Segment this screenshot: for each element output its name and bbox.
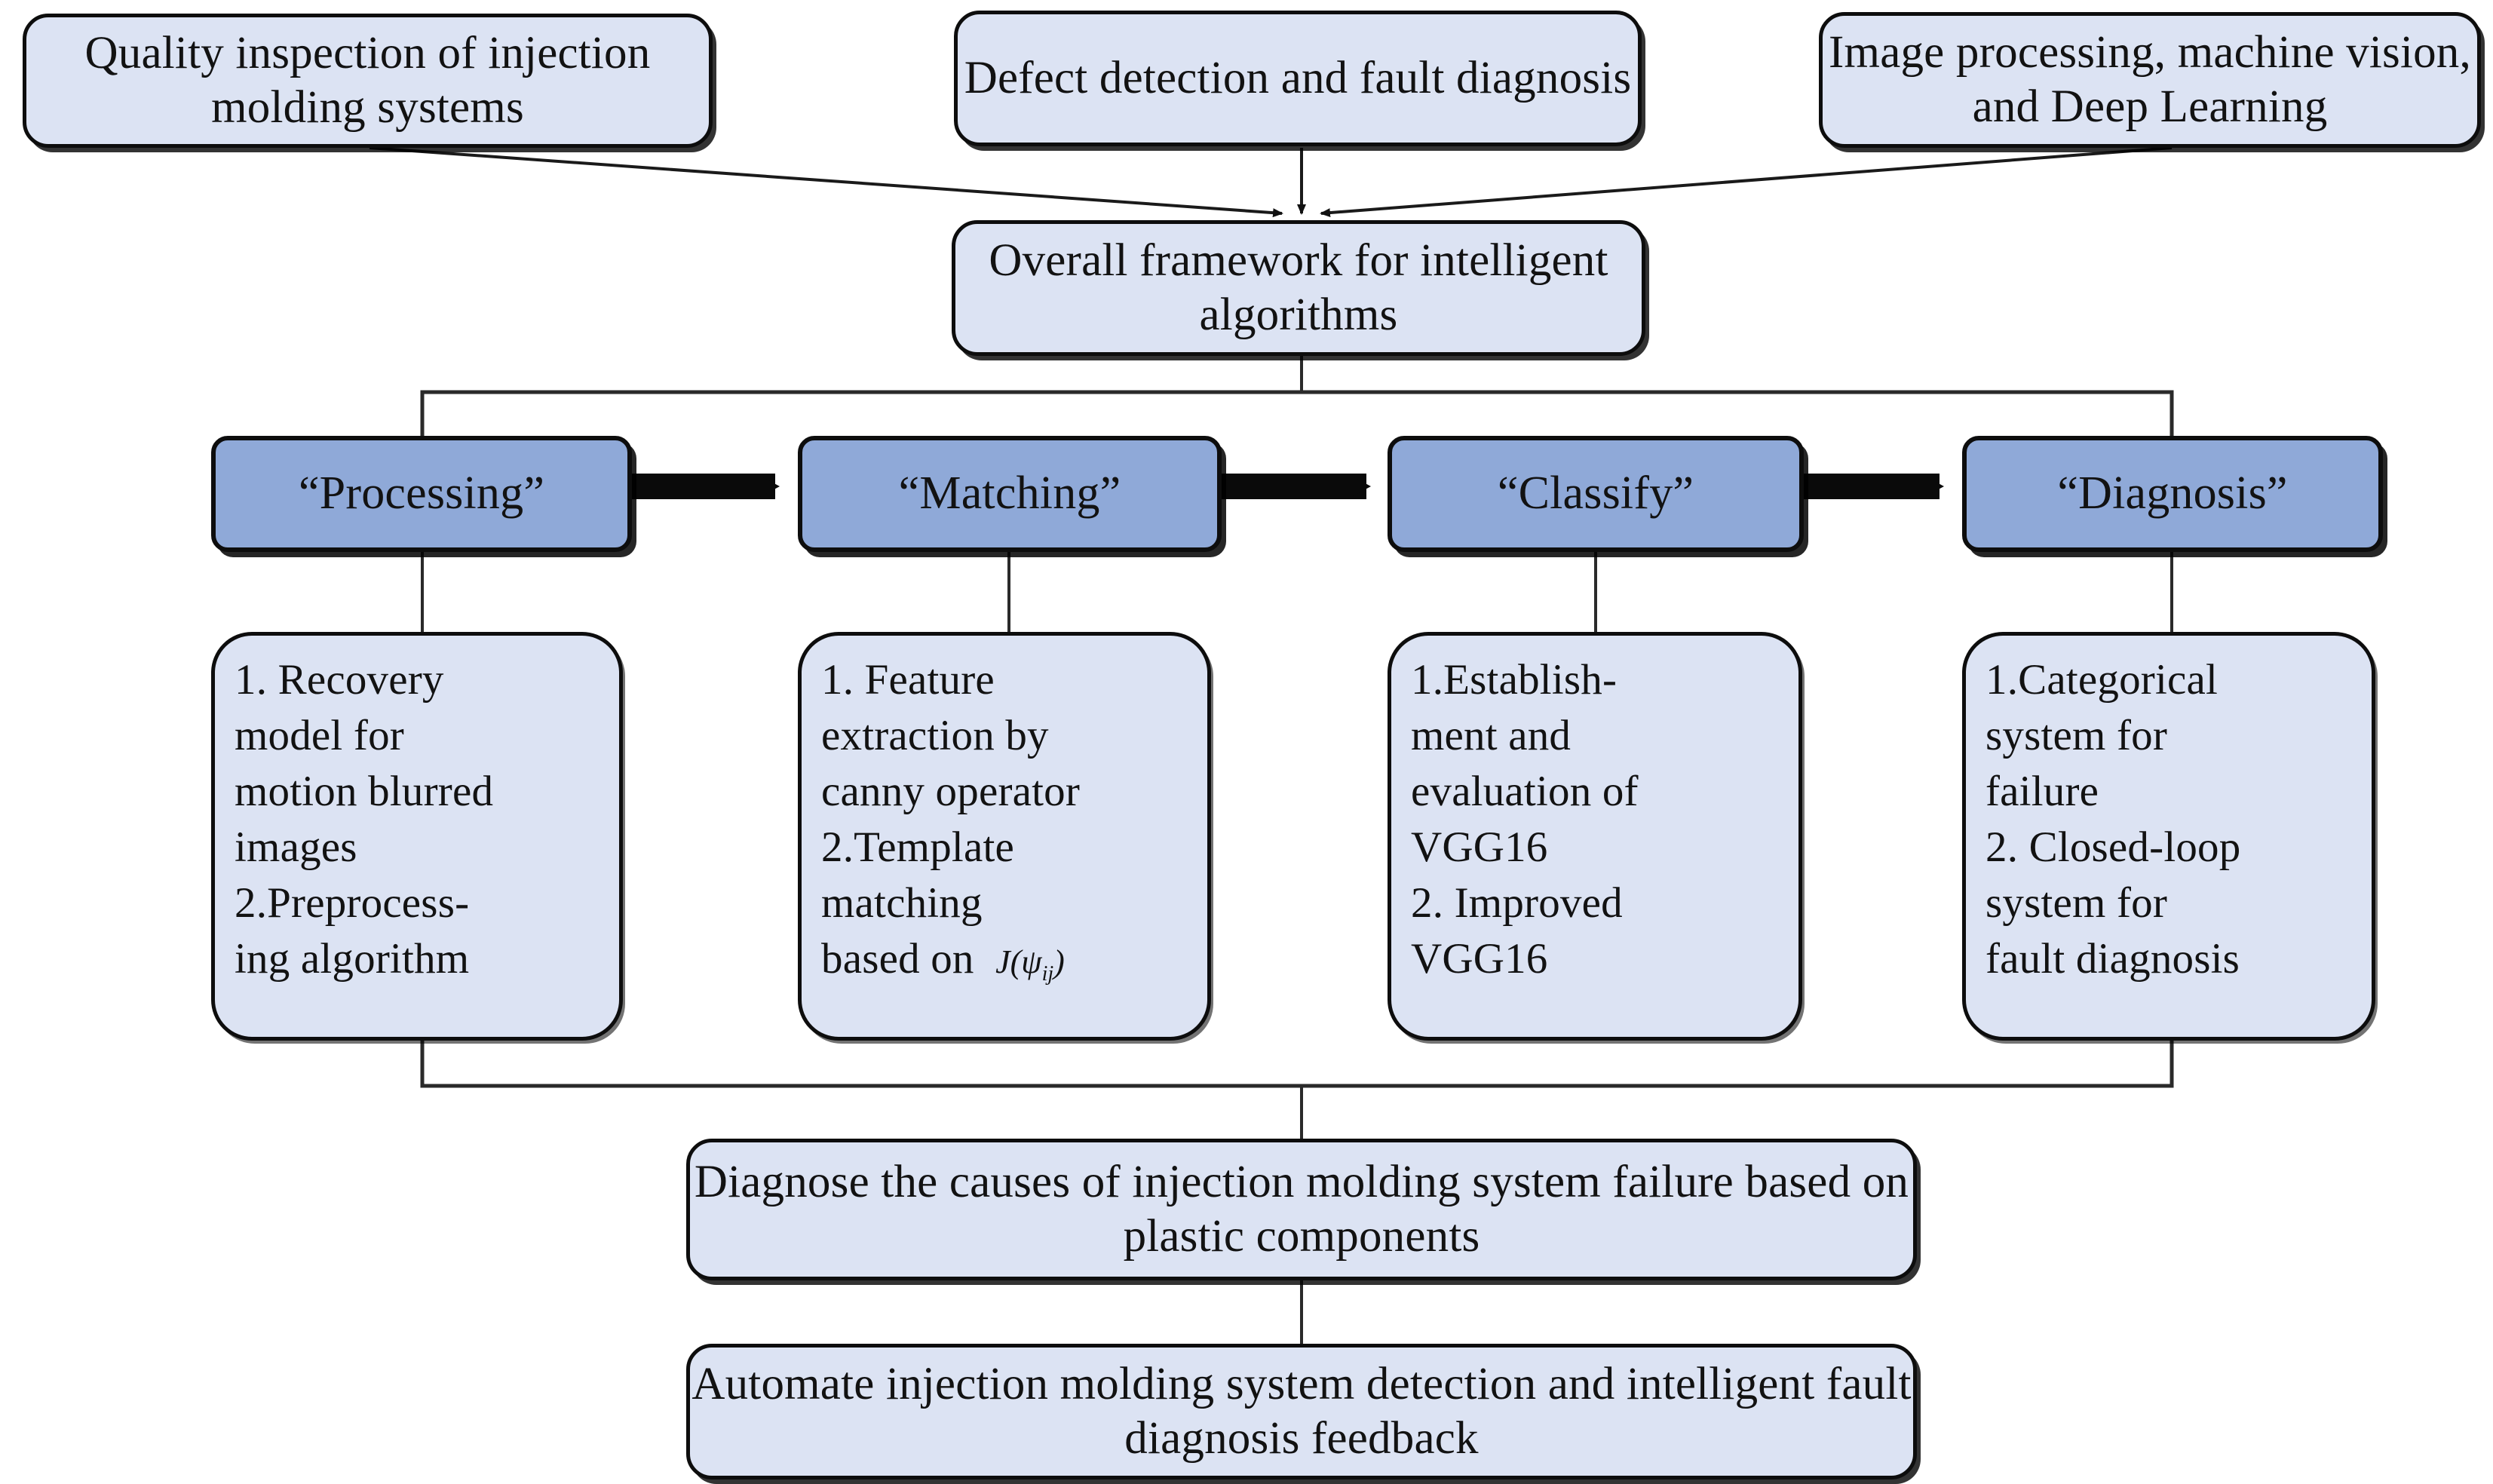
detail-box-diagnosis[interactable]: 1.Categorical system for failure 2. Clos…: [1962, 632, 2375, 1041]
detail-text-diagnosis: 1.Categorical system for failure 2. Clos…: [1986, 656, 2241, 983]
detail-text-matching: 1. Feature extraction by canny operator …: [821, 652, 1200, 989]
stage-box-diagnosis[interactable]: “Diagnosis”: [1962, 436, 2383, 552]
detail-box-processing[interactable]: 1. Recovery model for motion blurred ima…: [211, 632, 623, 1041]
formula-template-matching: J(ψij): [995, 943, 1065, 986]
detail-text-matching-body: 1. Feature extraction by canny operator …: [821, 656, 1081, 983]
source-box-defect-detection[interactable]: Defect detection and fault diagnosis: [954, 11, 1642, 146]
stage-bracket-bottom: [420, 1041, 2174, 1088]
source-label-image-processing: Image processing, machine vision, and De…: [1829, 27, 2471, 132]
detail-text-classify: 1.Establish- ment and evaluation of VGG1…: [1411, 656, 1639, 983]
stage-box-classify[interactable]: “Classify”: [1388, 436, 1804, 552]
stage-label-matching: “Matching”: [898, 468, 1121, 520]
stage-label-diagnosis: “Diagnosis”: [2057, 468, 2288, 520]
hub-box-overall-framework[interactable]: Overall framework for intelligent algori…: [952, 220, 1645, 356]
hub-label-overall-framework: Overall framework for intelligent algori…: [989, 235, 1608, 340]
stage-label-processing: “Processing”: [298, 468, 545, 520]
outcome-label-automate: Automate injection molding system detect…: [691, 1359, 1912, 1464]
stage-bracket-top: [420, 390, 2174, 436]
edge-source1-to-hub: [369, 146, 1283, 218]
outcome-box-diagnose-causes[interactable]: Diagnose the causes of injection molding…: [686, 1139, 1917, 1280]
edge-source3-to-hub: [1320, 146, 2173, 218]
outcome-label-diagnose-causes: Diagnose the causes of injection molding…: [694, 1157, 1909, 1262]
detail-text-processing: 1. Recovery model for motion blurred ima…: [235, 656, 494, 983]
detail-box-classify[interactable]: 1.Establish- ment and evaluation of VGG1…: [1388, 632, 1802, 1041]
stage-box-matching[interactable]: “Matching”: [798, 436, 1222, 552]
outcome-box-automate[interactable]: Automate injection molding system detect…: [686, 1344, 1917, 1479]
detail-box-matching[interactable]: 1. Feature extraction by canny operator …: [798, 632, 1211, 1041]
stage-box-processing[interactable]: “Processing”: [211, 436, 632, 552]
source-box-image-processing[interactable]: Image processing, machine vision, and De…: [1819, 12, 2481, 148]
source-label-quality-inspection: Quality inspection of injection molding …: [84, 28, 651, 133]
source-box-quality-inspection[interactable]: Quality inspection of injection molding …: [23, 14, 713, 148]
stage-label-classify: “Classify”: [1497, 468, 1694, 520]
source-label-defect-detection: Defect detection and fault diagnosis: [964, 53, 1632, 104]
